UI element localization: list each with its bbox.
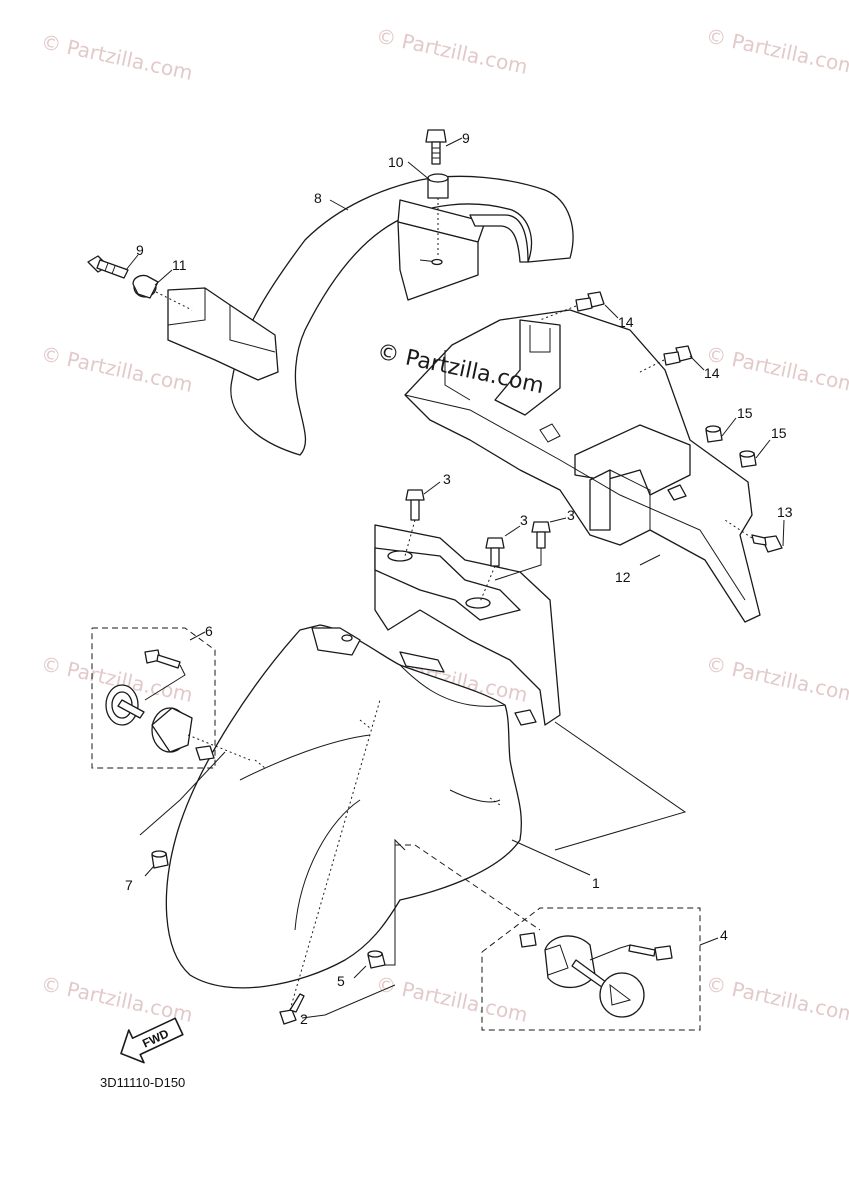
callout-9-left: 9	[136, 242, 144, 258]
front-fender-1	[165, 624, 537, 989]
watermark-2: © Partzilla.com	[374, 23, 530, 79]
watermark-5: © Partzilla.com	[704, 341, 849, 397]
leader-1b	[511, 839, 591, 876]
bolt-9-top	[425, 129, 447, 165]
callout-labels: 9 10 8 9 11 14 14 15 15 13 12 3 3 3 6 7 …	[125, 130, 793, 1027]
callout-15-a: 15	[737, 405, 753, 421]
inner-fender-8	[167, 175, 574, 456]
callout-3-c: 3	[567, 507, 575, 523]
callout-12: 12	[615, 569, 631, 585]
watermark-8: © Partzilla.com	[704, 651, 849, 707]
watermark-4: © Partzilla.com	[39, 341, 195, 397]
callout-5: 5	[337, 973, 345, 989]
fender-bracket	[374, 524, 561, 726]
bolt-3-c	[494, 521, 551, 581]
watermark-1: © Partzilla.com	[39, 29, 195, 85]
callout-9-top: 9	[462, 130, 470, 146]
callout-leaders	[125, 137, 785, 979]
reflector-group-4	[414, 844, 701, 1031]
nut-5	[367, 838, 415, 969]
nut-7	[151, 850, 169, 869]
leader-1	[554, 721, 687, 851]
bolt-3-b	[479, 537, 505, 603]
callout-4: 4	[720, 927, 728, 943]
bolt-9-left	[87, 255, 129, 279]
bolt-14-a	[539, 291, 605, 321]
callout-6: 6	[205, 623, 213, 639]
screw-13	[724, 519, 783, 553]
callout-13: 13	[777, 504, 793, 520]
bolt-3-a	[404, 489, 425, 557]
watermark-9: © Partzilla.com	[39, 971, 195, 1027]
mud-flap-12	[404, 309, 761, 623]
callout-11: 11	[172, 257, 187, 273]
watermark-11: © Partzilla.com	[704, 971, 849, 1027]
reflector-group-6	[91, 627, 251, 769]
bolt-14-b	[639, 345, 693, 373]
callout-3-a: 3	[443, 471, 451, 487]
nut-15-a	[705, 425, 723, 443]
callout-14-b: 14	[704, 365, 720, 381]
callout-3-b: 3	[520, 512, 528, 528]
callout-10: 10	[388, 154, 404, 170]
watermark-10: © Partzilla.com	[374, 971, 530, 1027]
watermark-3: © Partzilla.com	[704, 23, 849, 79]
callout-8: 8	[314, 190, 322, 206]
callout-15-b: 15	[771, 425, 787, 441]
spacer-11	[132, 274, 193, 311]
callout-2: 2	[300, 1011, 308, 1027]
callout-7: 7	[125, 877, 133, 893]
collar-10	[427, 173, 449, 258]
callout-1: 1	[592, 875, 600, 891]
screw-2	[279, 699, 396, 1025]
diagram-code: 3D11110-D150	[100, 1075, 185, 1090]
fwd-arrow: FWD	[120, 1017, 184, 1064]
callout-14-a: 14	[618, 314, 634, 330]
nut-15-b	[739, 450, 757, 468]
